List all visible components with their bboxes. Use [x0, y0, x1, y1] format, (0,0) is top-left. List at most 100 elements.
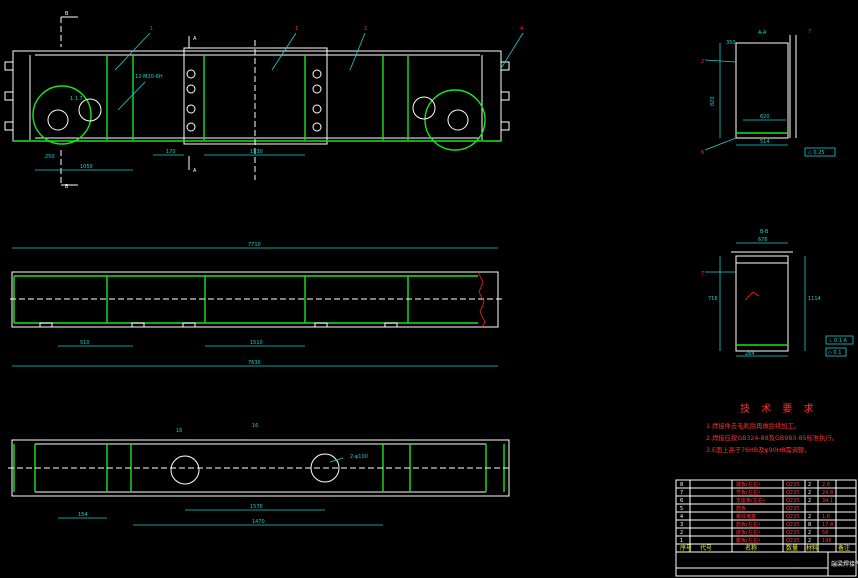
section-mark-b-bottom: B: [65, 184, 69, 190]
title-block-cell-note: 2.6: [822, 482, 830, 488]
bottom-label-b: 16: [252, 423, 258, 429]
part-label-1a: 1: [150, 26, 153, 32]
header-name: 名称: [745, 544, 757, 552]
section-a-callout: ◇ 0.25: [808, 150, 825, 156]
left-wheel-bore: [47, 109, 69, 131]
section-a-inner-width: 620: [760, 114, 770, 120]
technical-requirements: 技 术 要 求 1.焊接件去毛刺后再做后续加工。 2.焊接应按GB324-88及…: [706, 402, 838, 454]
title-block-cell-spec: Q235: [786, 538, 799, 544]
title-block-cell-name: 底板(左右): [736, 529, 760, 536]
drawing-name: 端梁焊接件: [831, 560, 858, 568]
title-block-cell-name: 筋板(左右): [736, 521, 760, 528]
section-a-label-6: 6: [701, 150, 704, 156]
title-block-cell-no: 2: [680, 530, 683, 536]
top-view: 1050 1530 170 250 12-M20-6H 1.1.7 1 1 2 …: [4, 11, 524, 190]
right-wheel-outline: [424, 89, 486, 151]
bottom-label-a: 16: [176, 428, 182, 434]
dim-510: 510: [80, 340, 90, 346]
right-wheel-bore: [447, 109, 469, 131]
title-block-cell-name: 筋板: [736, 505, 746, 512]
section-b-right-dim: 1114: [808, 296, 821, 302]
overall-length-top: 7710: [248, 242, 261, 248]
header-note: 备注: [838, 544, 850, 552]
section-a-label-2: 2: [701, 59, 704, 65]
title-block-cell-note: 17.4: [822, 522, 833, 528]
hole-callout: 2-φ100: [350, 454, 368, 460]
title-block-cell-spec: Q235: [786, 514, 799, 520]
title-block-cell-qty: 2: [808, 498, 811, 504]
title-block-cell-qty: 2: [808, 538, 811, 544]
title-block-cell-spec: Q235: [786, 482, 799, 488]
dim-250: 250: [45, 154, 55, 160]
title-block-cell-spec: Q235: [786, 522, 799, 528]
section-b-weld: [744, 291, 760, 301]
center-holes: [186, 69, 322, 132]
title-block-cell-note: 196: [822, 538, 832, 544]
title-block-cell-no: 4: [680, 514, 683, 520]
title-block-cell-name: 端板(左右): [736, 481, 760, 488]
title-block-cell-note: 34.1: [822, 498, 833, 504]
dim-170: 170: [166, 149, 176, 155]
requirement-3: 3.E面上高于76HB及φ90H8需调整。: [706, 445, 811, 454]
title-block-cell-no: 3: [680, 522, 683, 528]
section-b-bottom-dim: 284: [745, 351, 755, 357]
title-block-cell-qty: 2: [808, 514, 811, 520]
part-label-2: 2: [364, 26, 367, 32]
section-b-top-dim: 676: [758, 237, 768, 243]
title-block-cell-name: 螺纹堵塞: [736, 513, 756, 520]
title-block-cell-qty: 8: [808, 522, 811, 528]
requirements-title: 技 术 要 求: [740, 402, 818, 415]
title-block-cell-spec: Q235: [786, 498, 799, 504]
section-a-top-dim: 350: [726, 40, 736, 46]
title-block-cell-spec: Q235: [786, 530, 799, 536]
title-block-cell-qty: 2: [808, 490, 811, 496]
title-block-cell-name: 腹板(左右): [736, 537, 760, 544]
dim-1050: 1050: [80, 164, 93, 170]
left-wheel-outline: [32, 85, 92, 145]
section-b-callout-flat: ◇ 0.1: [828, 350, 841, 356]
section-a-label-7: 7: [808, 29, 811, 35]
header-no: 序号: [680, 544, 692, 552]
title-block-cell-note: 58: [822, 530, 828, 536]
section-b-left-dim: 716: [708, 296, 718, 302]
left-bolts: [4, 61, 14, 131]
header-material: 材料: [806, 544, 818, 552]
section-mark-a-bottom: A: [193, 168, 197, 174]
part-label-1b: 1: [295, 26, 298, 32]
requirement-1: 1.焊接件去毛刺后再做后续加工。: [706, 421, 800, 430]
dim-1530: 1530: [250, 149, 263, 155]
title-block-cell-note: 24.8: [822, 490, 833, 496]
title-block-cell-no: 1: [680, 538, 683, 544]
top-view-outline: [12, 50, 502, 142]
dim-154: 154: [78, 512, 88, 518]
dim-1470: 1470: [252, 519, 265, 525]
title-block-cell-spec: Q235: [786, 506, 799, 512]
part-label-4: 4: [520, 26, 523, 32]
overall-length-bottom: 7630: [248, 360, 261, 366]
title-block-cell-no: 6: [680, 498, 683, 504]
section-b-outline: [735, 255, 789, 352]
dim-1570: 1570: [250, 504, 263, 510]
bottom-view: 154 1570 1470 2-φ100 16 16: [8, 423, 512, 526]
requirement-2: 2.焊接应按GB324-88及GB983-85标准执行。: [706, 433, 838, 442]
section-b-callout-perp: ⊥ 0.1 A: [828, 338, 847, 344]
bottom-hole-left: [170, 455, 200, 485]
section-mark-a-top: A: [193, 36, 197, 42]
header-code: 代号: [700, 544, 712, 552]
break-line: [477, 271, 486, 328]
top-note: 12-M20-6H: [135, 74, 163, 80]
title-block-cell-qty: 2: [808, 482, 811, 488]
section-mark-b-top: B: [65, 11, 69, 17]
title-block-cell-name: 支座板(左右): [736, 497, 765, 504]
title-block-cell-no: 5: [680, 506, 683, 512]
section-a-outline: [735, 42, 789, 139]
section-a-title: A-A: [758, 30, 767, 36]
title-block-cell-qty: 2: [808, 530, 811, 536]
section-a-width: 514: [760, 139, 770, 145]
dim-1510: 1510: [250, 340, 263, 346]
title-block-cell-spec: Q235: [786, 490, 799, 496]
top-note-small: 1.1.7: [70, 96, 83, 102]
